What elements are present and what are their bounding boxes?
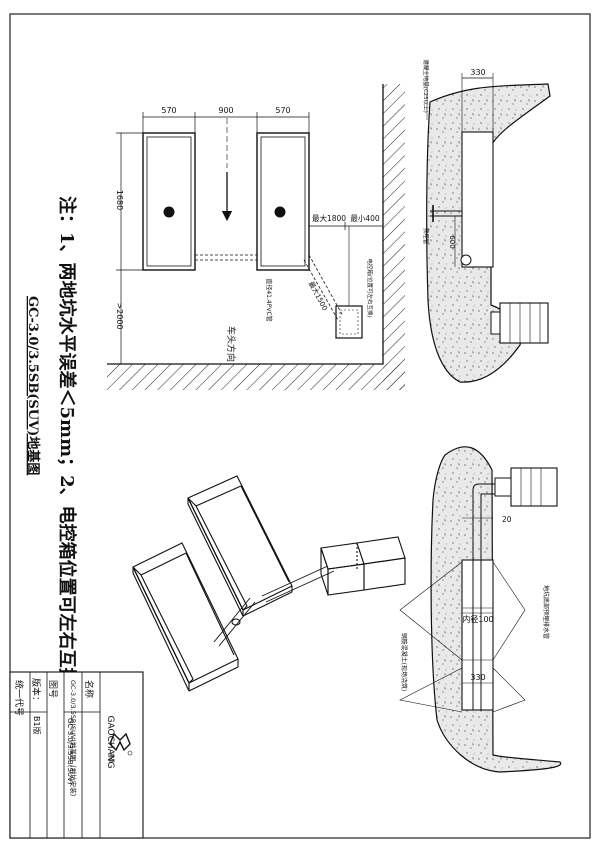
- drawing-no-value: GC-3.0/3.5SB(SUV): [66, 718, 74, 785]
- notes-line: 注：1、两地坑水平误差＜5mm；2、电控箱位置可左右互换。: [56, 196, 78, 704]
- bottom-section-width: 330: [470, 673, 485, 682]
- dim-total-min: >2000: [115, 302, 124, 329]
- sheet-border: [9, 13, 591, 839]
- pit-left-hole: [163, 206, 175, 218]
- dim-max-1800: 最大1800: [312, 213, 346, 223]
- unified-label: 统一代号: [13, 680, 25, 716]
- version-label: 版本：: [30, 678, 42, 705]
- gaochang-logo-icon: [109, 732, 133, 756]
- pit-left: [142, 132, 196, 271]
- wall-outline: [107, 84, 384, 365]
- bottom-note-right: 地坑底部预埋排水管: [542, 585, 550, 639]
- dim-min-400: 最小400: [350, 214, 380, 223]
- bottom-note-left: 钢筋混凝土(现场浇筑): [400, 633, 408, 692]
- bottom-section-inner: 内径100: [462, 614, 493, 624]
- top-section-view: 330 600 混凝土地基(C25以上) 预埋管: [422, 59, 551, 383]
- pit-right: [256, 132, 310, 271]
- top-section-depth: 600: [448, 235, 456, 248]
- title-block: 统一代号 版本： B1版 图号 GC-3.0/3.5SB(SUV) 名称 GC-…: [9, 671, 144, 839]
- version-value: B1版: [32, 716, 42, 735]
- direction-label: 车头方向: [225, 326, 237, 362]
- dim-max-1500: 最大1500: [307, 280, 330, 312]
- dim-right-width: 570: [275, 106, 290, 115]
- top-section-pipe-label: 预埋管: [422, 228, 430, 245]
- pit-right-inner: [260, 136, 306, 267]
- isometric-view: [132, 475, 406, 692]
- drawing-title: GC-3.0/3.5SB(SUV)地基图: [25, 296, 41, 475]
- brand-cn: 高昌: [108, 753, 115, 763]
- bottom-section-view: 20 内径100 330 地坑底部预埋排水管 钢筋混凝土(现场浇筑): [399, 446, 562, 773]
- bottom-section-wall: 20: [502, 515, 512, 524]
- wall-right-hatch: [383, 84, 405, 390]
- dim-center-gap: 900: [218, 106, 233, 115]
- dim-left-width: 570: [161, 106, 176, 115]
- plan-view: 570 900 570 1680 >2000 最大1800 最小400 电控箱(…: [107, 84, 405, 390]
- top-section-pit: [461, 131, 494, 268]
- bottom-section-actuator: [510, 467, 558, 507]
- conduit-label: 直径41.4PVC管: [265, 278, 273, 321]
- top-section-width: 330: [470, 68, 485, 77]
- pit-right-hole: [274, 206, 286, 218]
- pit-left-inner: [146, 136, 192, 267]
- name-label: 名称: [83, 680, 95, 698]
- box-label: 电控箱(位置可左右互换): [366, 258, 374, 317]
- brand-name: GAOCHANG: [105, 716, 115, 769]
- top-section-actuator: [499, 302, 549, 344]
- name-value: GC-3.0/3.5SB(SUV)地基图（地坑安装）: [69, 680, 78, 800]
- drawing-no-label: 图号: [47, 680, 58, 698]
- dim-pit-length: 1680: [115, 190, 124, 210]
- wall-bottom-hatch: [107, 364, 405, 390]
- top-section-concrete-label: 混凝土地基(C25以上): [422, 59, 430, 113]
- bottom-section-pit: [461, 559, 494, 711]
